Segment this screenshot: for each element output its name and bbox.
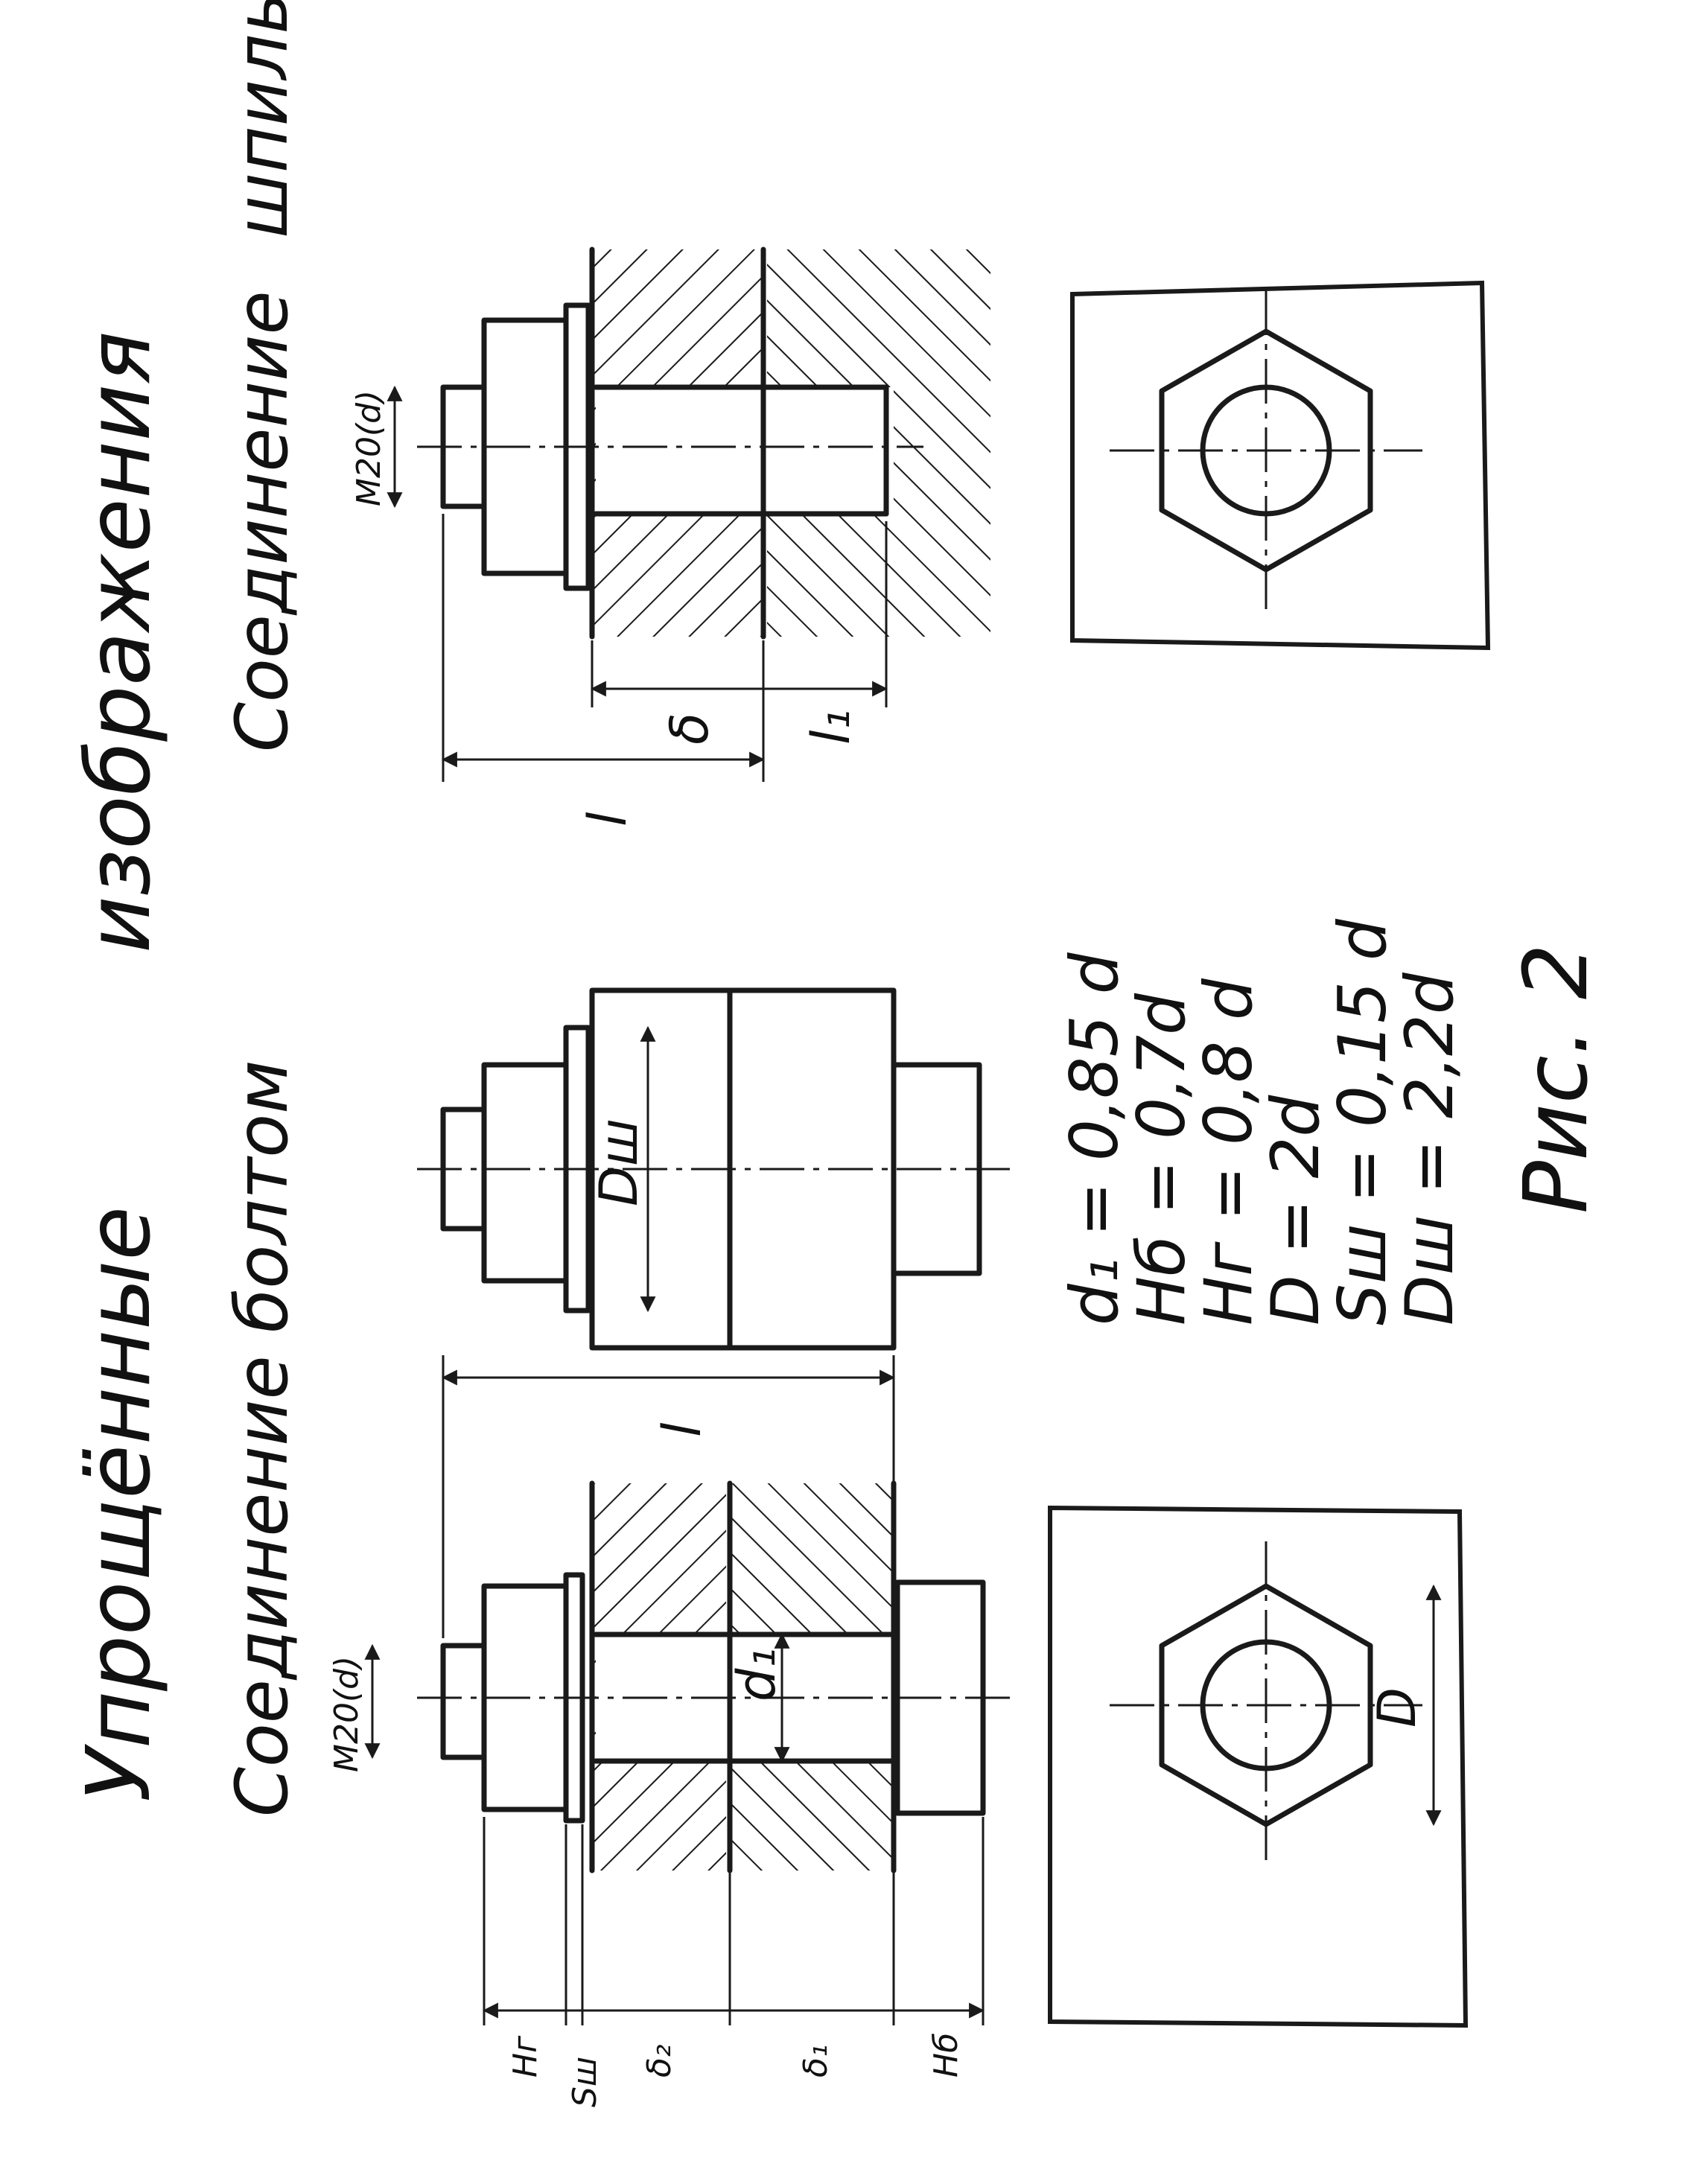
dim-d1: d₁ (726, 1648, 787, 1702)
bolt-section-title: Соединение болтом (220, 1060, 304, 1817)
nut-side (481, 1062, 569, 1284)
dim-l-stud: l (577, 812, 638, 827)
formula-3: Hг = 0,8 d (1190, 978, 1267, 1325)
dim-hb: Hб (927, 2033, 965, 2078)
stud-section-view: M20(d) δ l₁ l (350, 246, 990, 827)
figure-caption: Рис. 2 (1504, 943, 1607, 1214)
main-title-part1: Упрощённые (67, 1206, 170, 1802)
dim-D: D (1367, 1687, 1428, 1728)
stud-end-view (1070, 280, 1491, 651)
dim-hg: Hг (506, 2035, 544, 2078)
stud-title-part2: шпилькой (220, 0, 304, 238)
bolt-section-view: d₁ M20(d) l Hг Sш δ₂ δ₁ Hб (328, 1355, 1013, 2107)
formula-list: d₁ = 0,85 d Hб = 0,7d Hг = 0,8 d D = 2d … (1056, 918, 1468, 1325)
formula-2: Hб = 0,7d (1123, 993, 1200, 1325)
dim-l-bolt: l (652, 1422, 713, 1437)
main-title-part2: изображения (67, 331, 170, 953)
stud-end-view-frame (1070, 280, 1491, 651)
stud-title-part1: Соединение (220, 290, 304, 752)
formula-6: Dш = 2,2d (1391, 972, 1468, 1325)
dim-Dw: Dш (588, 1118, 649, 1206)
dim-delta2: δ₂ (640, 2044, 678, 2078)
dim-delta1: δ₁ (797, 2044, 835, 2078)
dim-l1: l₁ (801, 709, 862, 745)
bolt-end-view: D (1048, 1505, 1469, 2028)
formula-1: d₁ = 0,85 d (1056, 952, 1133, 1325)
bolt-end-view-frame (1048, 1505, 1469, 2028)
dim-thread-stud: M20(d) (350, 390, 388, 506)
bolt-end (440, 1643, 487, 1760)
dim-sw: Sш (566, 2057, 604, 2107)
formula-5: Sш = 0,15 d (1324, 918, 1401, 1325)
dim-delta: δ (659, 713, 720, 745)
dim-thread-bolt: M20(d) (328, 1656, 366, 1772)
formula-4: D = 2d (1257, 1095, 1334, 1325)
bolt-side-view: Dш (417, 987, 1013, 1351)
